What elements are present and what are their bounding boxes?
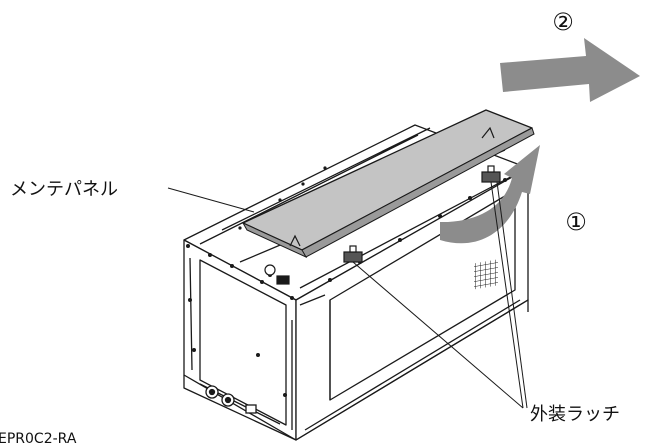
pull-arrow bbox=[500, 38, 640, 102]
top-switch bbox=[264, 264, 290, 285]
left-access-panel bbox=[199, 259, 287, 426]
figure-code: EPR0C2-RA bbox=[0, 431, 77, 445]
screw-dots bbox=[186, 166, 507, 397]
latch-label: 外装ラッチ bbox=[530, 404, 620, 425]
lift-arrow bbox=[440, 145, 540, 244]
step2-label: ② bbox=[552, 8, 574, 36]
panel-leader bbox=[167, 187, 255, 213]
vent-grille bbox=[474, 259, 498, 290]
panel-label: メンテパネル bbox=[10, 179, 118, 200]
bottom-connectors bbox=[205, 385, 257, 414]
latch-leaders bbox=[352, 181, 528, 409]
step1-label: ① bbox=[565, 208, 587, 236]
